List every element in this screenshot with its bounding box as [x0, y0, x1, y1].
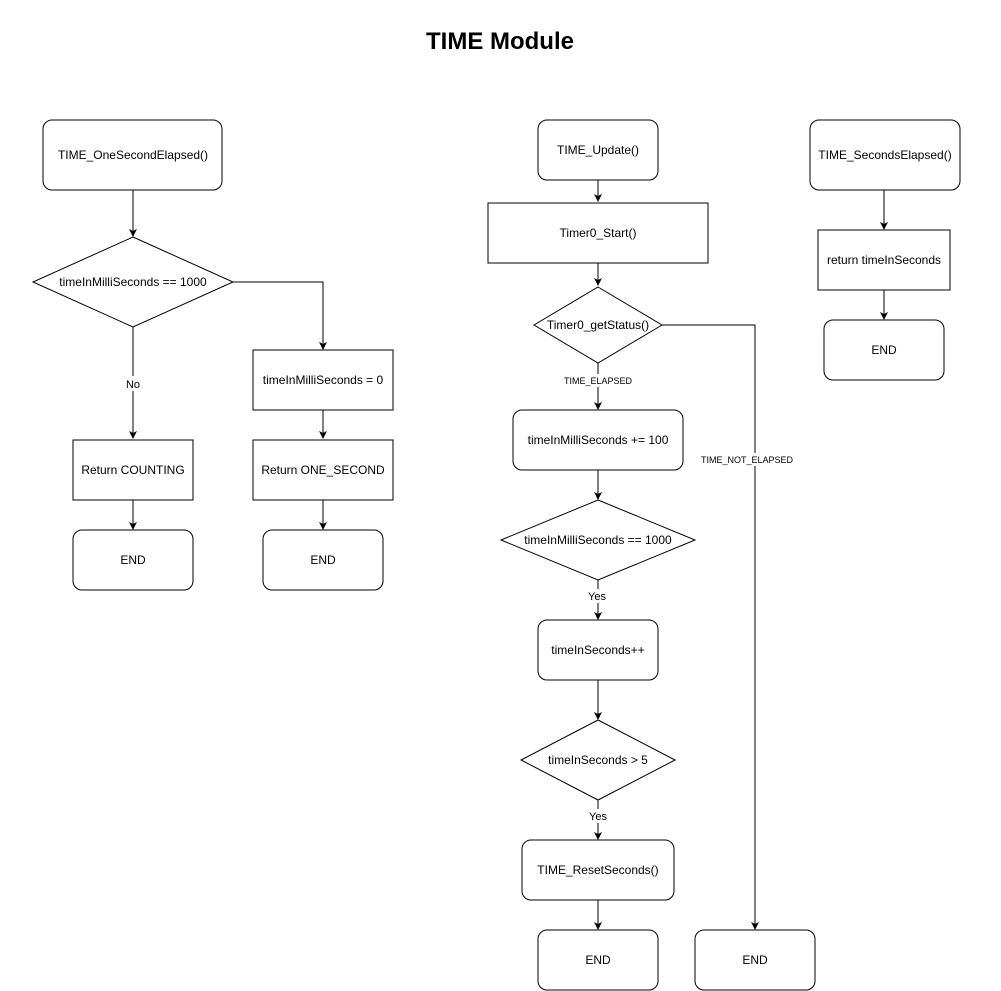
node-label: END	[120, 553, 146, 567]
process-node	[72, 439, 194, 501]
flow-seconds-elapsed: TIME_SecondsElapsed() return timeInSecon…	[809, 119, 961, 381]
process-node	[817, 229, 951, 291]
node-label: timeInMilliSeconds == 1000	[524, 533, 672, 547]
edge-label-yes: Yes	[589, 811, 607, 823]
end-node	[72, 529, 194, 591]
decision-node	[499, 499, 697, 581]
node-label: TIME_OneSecondElapsed()	[58, 148, 208, 162]
edge-labels: No TIME_ELAPSED TIME_NOT_ELAPSED Yes Yes	[123, 374, 796, 823]
node-label: timeInMilliSeconds = 0	[263, 373, 384, 387]
process-node	[512, 409, 684, 471]
start-node	[809, 119, 961, 191]
node-label: END	[310, 553, 336, 567]
edge-status-not-elapsed	[662, 324, 759, 930]
decision-node	[533, 286, 663, 364]
edge-label-yes: Yes	[588, 591, 606, 603]
process-node	[537, 619, 659, 681]
node-label: END	[742, 953, 768, 967]
flow-time-update: TIME_Update() Timer0_Start() Timer0_getS…	[487, 119, 816, 991]
edge-decision-yes-to-reset	[233, 281, 327, 350]
decision-node	[31, 236, 235, 328]
decision-node	[519, 719, 677, 801]
edge-label-time-not-elapsed: TIME_NOT_ELAPSED	[701, 455, 794, 465]
node-label: Return ONE_SECOND	[261, 463, 385, 477]
node-label: Return COUNTING	[81, 463, 184, 477]
start-node	[537, 119, 659, 181]
process-node	[521, 839, 675, 901]
node-label: timeInSeconds > 5	[548, 753, 648, 767]
end-node	[262, 529, 384, 591]
edge-label-time-elapsed: TIME_ELAPSED	[564, 376, 633, 386]
node-label: Timer0_Start()	[560, 226, 637, 240]
node-label: END	[871, 343, 897, 357]
edges	[129, 180, 888, 930]
node-label: timeInMilliSeconds == 1000	[59, 275, 207, 289]
flow-one-second-elapsed: TIME_OneSecondElapsed() timeInMilliSecon…	[31, 119, 394, 591]
node-label: TIME_SecondsElapsed()	[818, 148, 951, 162]
node-label: Timer0_getStatus()	[547, 318, 649, 332]
node-label: TIME_Update()	[557, 143, 639, 157]
end-node	[823, 319, 945, 381]
node-label: return timeInSeconds	[827, 253, 941, 267]
process-node	[252, 439, 394, 501]
node-label: END	[585, 953, 611, 967]
node-label: timeInSeconds++	[551, 643, 644, 657]
process-node	[252, 349, 394, 411]
end-node	[694, 929, 816, 991]
node-label: timeInMilliSeconds += 100	[528, 433, 669, 447]
node-label: TIME_ResetSeconds()	[537, 863, 658, 877]
process-node	[487, 202, 709, 264]
end-node	[537, 929, 659, 991]
edge-label-no: No	[126, 379, 140, 391]
start-node	[42, 119, 223, 191]
diagram-title: TIME Module	[426, 28, 574, 55]
